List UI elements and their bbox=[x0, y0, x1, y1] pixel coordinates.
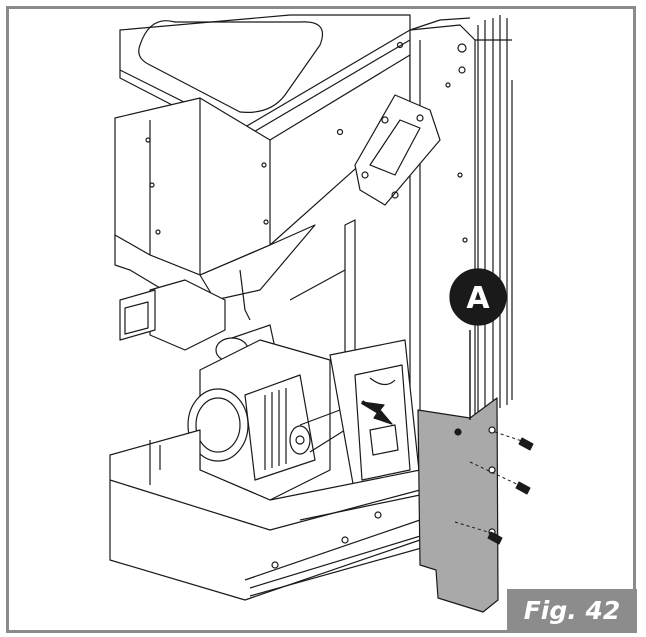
callout-letter: A bbox=[466, 281, 490, 316]
screw-icon bbox=[515, 481, 531, 495]
vertical-rails bbox=[475, 15, 513, 420]
screw-icon bbox=[487, 531, 503, 545]
auger-motor bbox=[119, 279, 276, 363]
callout-a: A bbox=[449, 268, 507, 420]
screw-icon bbox=[518, 437, 534, 451]
side-wall bbox=[409, 17, 476, 471]
mounting-bracket bbox=[354, 94, 441, 206]
combustion-fan bbox=[187, 339, 346, 501]
figure-frame bbox=[6, 6, 636, 633]
screw-set bbox=[454, 431, 534, 545]
removable-panel-a bbox=[417, 397, 499, 613]
figure-number-label: Fig. 42 bbox=[507, 589, 637, 633]
